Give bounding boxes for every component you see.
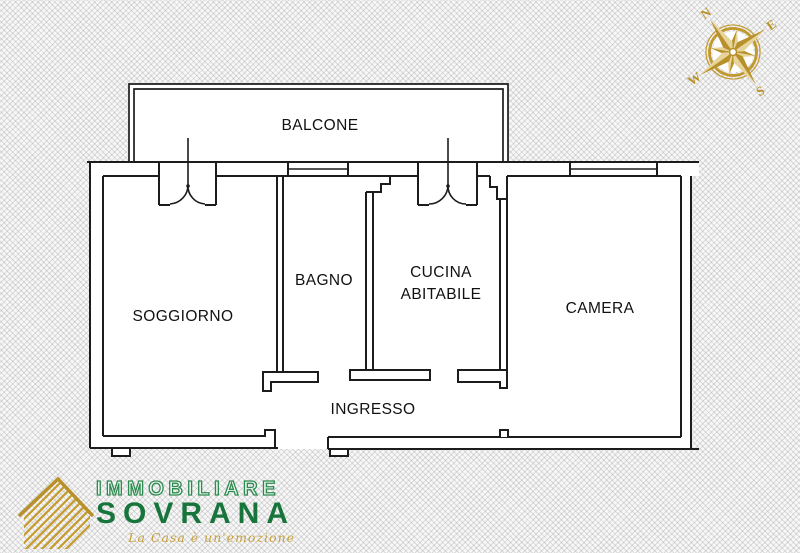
agency-logo-text: IMMOBILIARE SOVRANA La Casa è un'emozion… (95, 477, 296, 553)
room-label-bagno: BAGNO (295, 272, 353, 289)
window-camera (569, 161, 658, 177)
wall-soggiorno-bagno (262, 176, 319, 392)
agency-logo: IMMOBILIARE SOVRANA La Casa è un'emozion… (14, 469, 295, 553)
room-label-soggiorno: SOGGIORNO (133, 308, 234, 325)
french-door-soggiorno (158, 138, 217, 206)
room-label-camera: CAMERA (566, 300, 635, 317)
pillar-right (329, 448, 349, 457)
room-label-cucina-line2: ABITABILE (401, 286, 482, 303)
balcony-outer-wall (128, 83, 509, 161)
room-label-ingresso: INGRESSO (330, 401, 415, 418)
compass-letter-s: S (753, 83, 768, 99)
agency-name-main: SOVRANA (96, 496, 296, 530)
wall-cucina-camera (457, 176, 509, 437)
agency-name-top: IMMOBILIARE (95, 477, 280, 500)
walls (87, 83, 699, 457)
wall-bagno-cucina (349, 176, 431, 381)
agency-tagline: La Casa è un'emozione (128, 530, 296, 545)
compass-rose-icon: N E S W (685, 4, 779, 99)
pillar-left (111, 447, 131, 457)
room-label-balcone: BALCONE (282, 117, 359, 134)
bottom-wall-left-inner (103, 429, 276, 448)
compass-letter-e: E (763, 16, 779, 33)
room-label-cucina-line1: CUCINA (410, 264, 472, 281)
compass-letter-n: N (698, 4, 715, 22)
window-bagno (287, 161, 349, 177)
compass-letter-w: W (685, 69, 704, 89)
french-door-cucina (417, 138, 478, 206)
balcony-inner-wall (133, 88, 504, 161)
floor-backing (90, 84, 699, 449)
house-icon (18, 476, 94, 549)
